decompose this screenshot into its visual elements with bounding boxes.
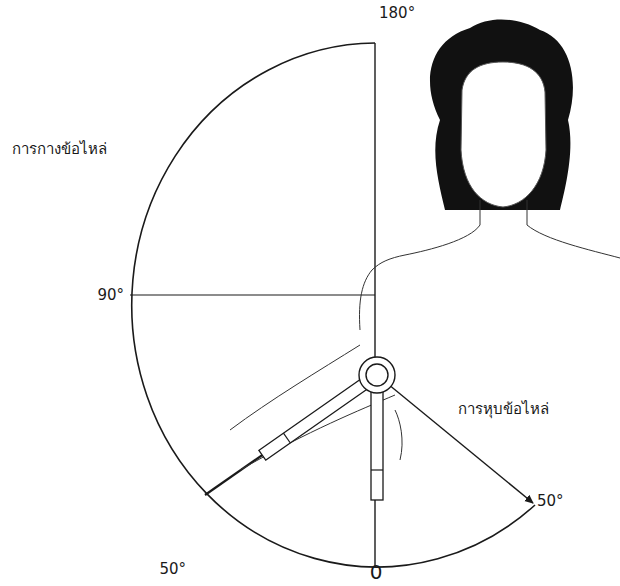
arm-tick [371, 469, 383, 470]
goniometer-arm [371, 385, 383, 500]
face [461, 62, 546, 207]
arm-outline [230, 345, 360, 430]
torso-line [395, 410, 402, 460]
angle-label: 180° [379, 4, 415, 22]
angle-label: 50° [159, 560, 186, 578]
adduction-arrow [377, 375, 533, 503]
goniometer-joint [359, 357, 395, 393]
hair [430, 20, 573, 210]
ninety-line [130, 294, 375, 295]
goniometer-joint [366, 364, 388, 386]
left-shoulder [372, 200, 480, 270]
angle-label: 0 [370, 560, 383, 584]
motion-label: การหุบข้อไหล่ [458, 400, 549, 418]
right-shoulder [527, 200, 620, 258]
angle-label: 50° [537, 492, 564, 510]
motion-label: การกางข้อไหล่ [12, 140, 107, 158]
angle-label: 90° [97, 286, 124, 304]
shoulder-curve [360, 270, 373, 330]
